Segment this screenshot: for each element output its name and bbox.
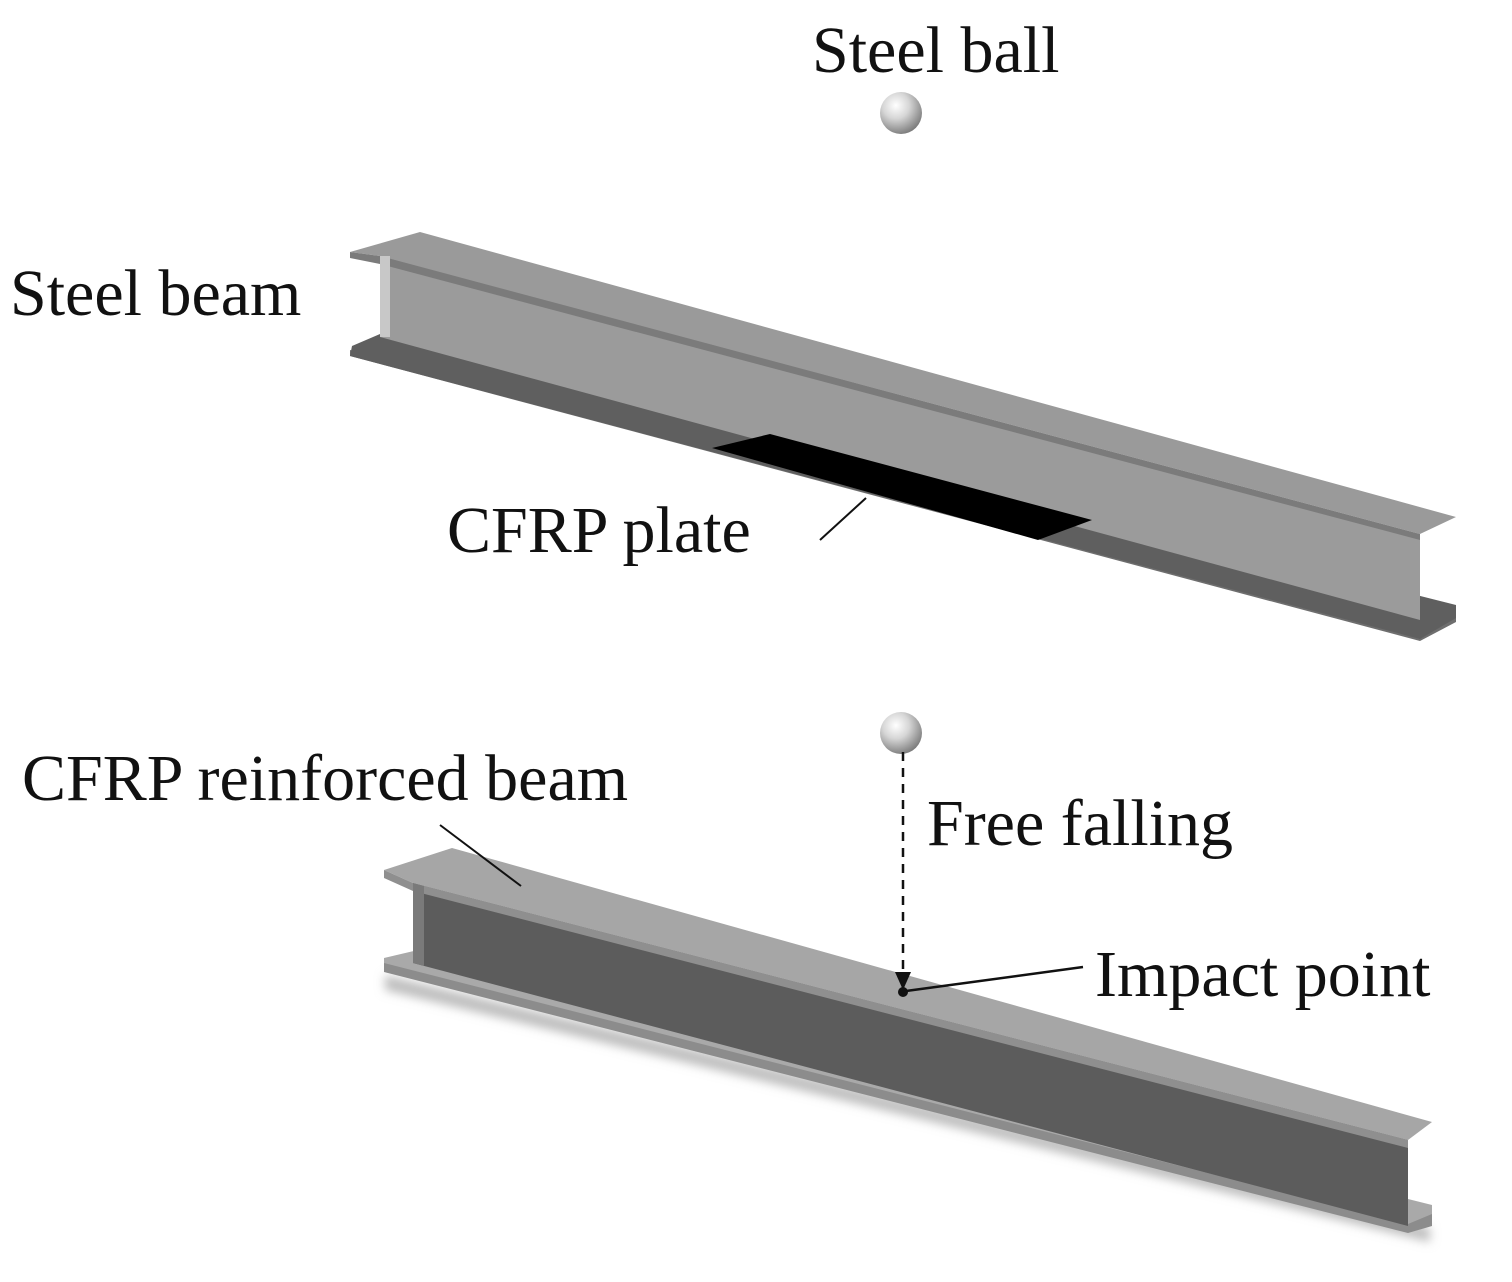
impact-point-leader-line [905,965,1084,993]
cfrp-plate [712,434,1092,540]
steel-beam-web [380,254,1420,620]
reinforced-beam-end-face [413,883,424,966]
cfrp-plate-label: CFRP plate [447,494,751,567]
reinforced-beam-top-flange-edge [384,870,1408,1148]
cfrp-reinforced-beam-label: CFRP reinforced beam [22,742,628,815]
steel-beam-label: Steel beam [10,257,301,330]
steel-ball-falling [880,712,922,754]
steel-ball-top [880,92,922,134]
free-falling-label: Free falling [927,787,1233,860]
reinforced-beam-web [413,883,1408,1226]
reinforced-beam-shadow [385,975,1430,1242]
impact-point-marker [898,987,908,997]
steel-beam-top-flange-edge [350,252,1420,540]
reinforced-beam-top-flange [384,848,1432,1140]
cfrp-plate-leader-line [819,497,867,541]
steel-beam-top-flange [350,232,1456,534]
cfrp-reinforced-beam [384,848,1432,1233]
steel-beam [350,232,1456,641]
steel-ball-label: Steel ball [812,14,1059,87]
impact-point-label: Impact point [1095,938,1430,1011]
steel-beam-end-face [380,256,390,337]
cfrp-reinforced-beam-leader-line [439,824,522,887]
free-fall-arrowhead [895,972,911,990]
